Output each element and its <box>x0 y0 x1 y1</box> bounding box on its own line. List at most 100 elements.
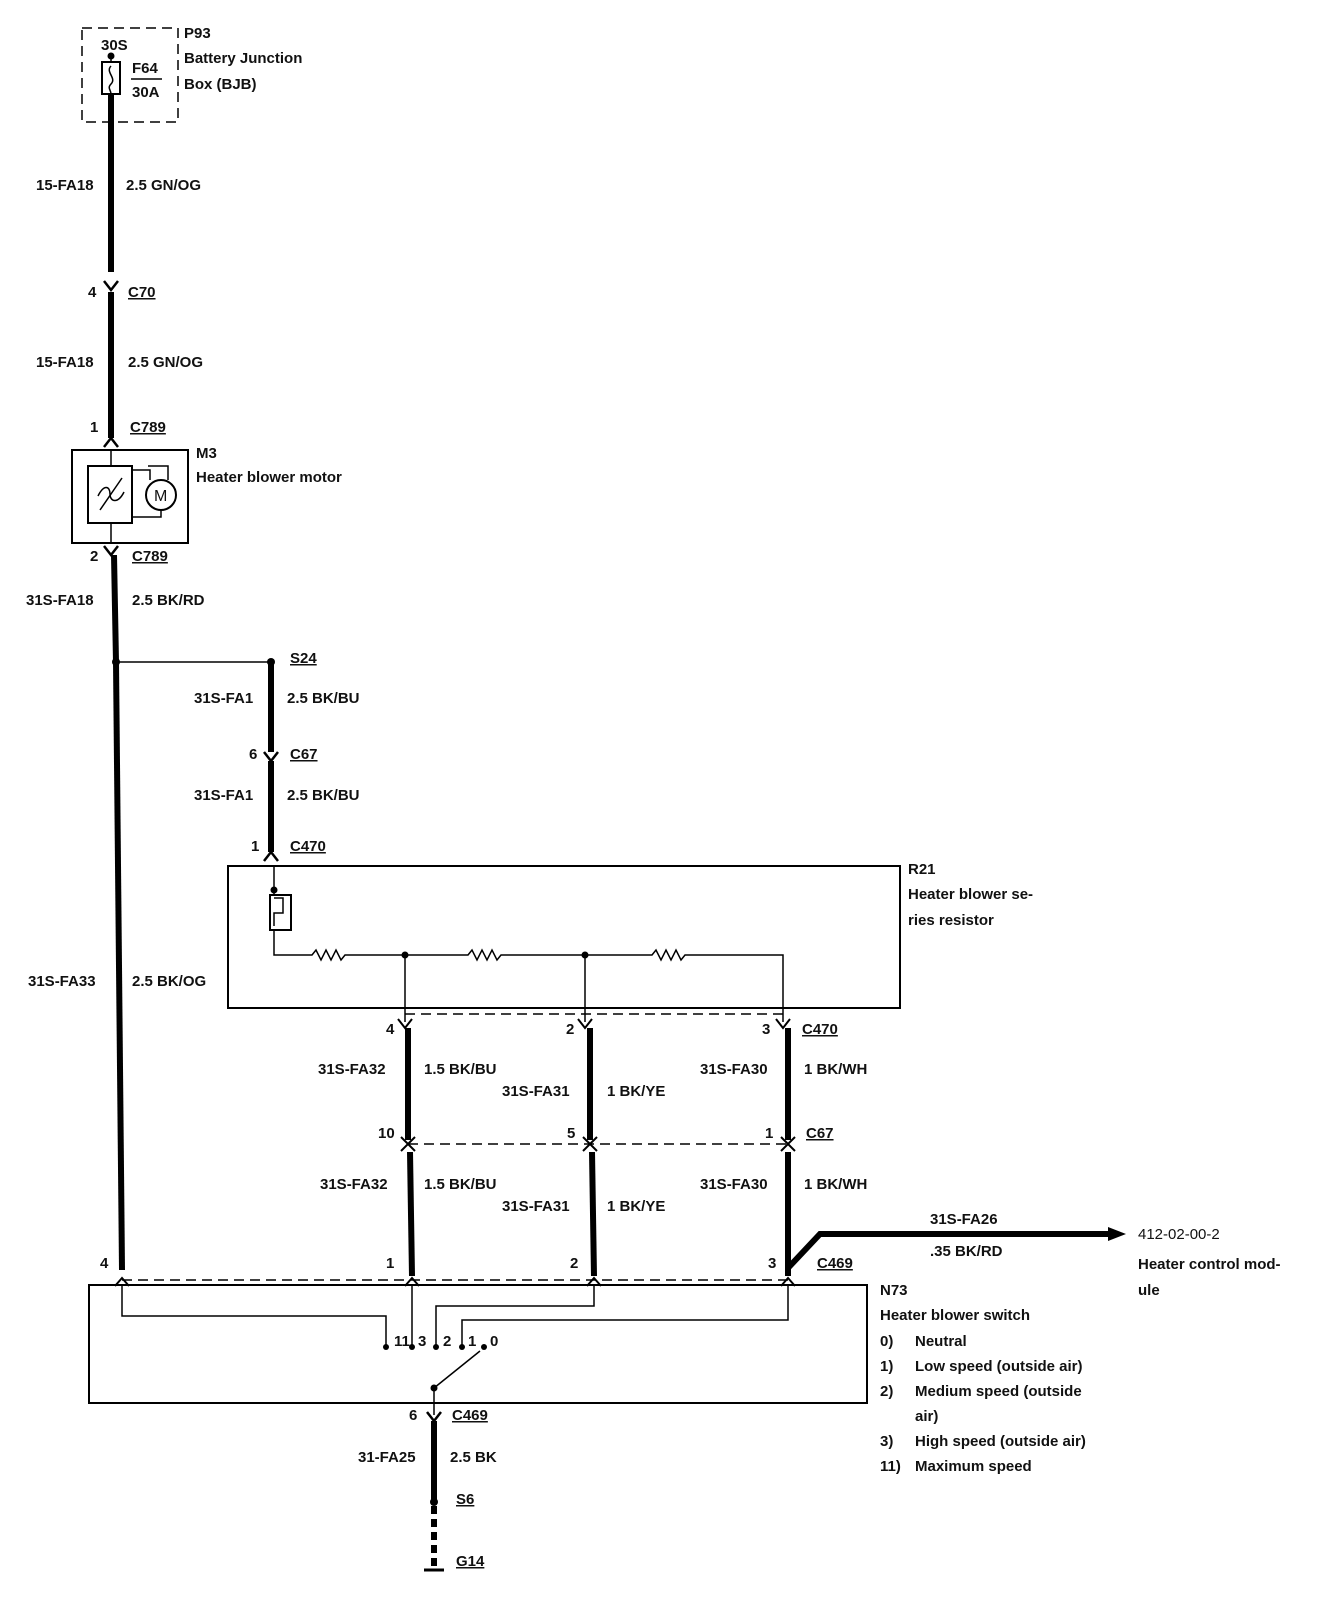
legend-num-2: 2) <box>880 1383 893 1400</box>
resistor-chain <box>273 930 784 1022</box>
c469-bottom-pin: 6 <box>409 1407 417 1424</box>
n73-name-label: Heater blower switch <box>880 1307 1030 1324</box>
switch-label-2: 2 <box>443 1333 451 1350</box>
c469-pin-1: 4 <box>100 1255 109 1272</box>
fan-icon-diagonal <box>99 477 123 511</box>
reference-code: 412-02-00-2 <box>1138 1226 1220 1243</box>
c67-mid-pin-3: 1 <box>765 1125 773 1142</box>
m3-name-label: Heater blower motor <box>196 469 342 486</box>
wire10-circuit: 31-FA25 <box>358 1449 416 1466</box>
wire8a-circuit: 31S-FA32 <box>320 1176 388 1193</box>
wire7c-spec: 1 BK/WH <box>804 1061 867 1078</box>
n73-box <box>88 1284 868 1404</box>
wire4-circuit: 31S-FA1 <box>194 690 253 707</box>
bjb-name-line1: Battery Junction <box>184 50 302 67</box>
wire-31s-fa31-lower <box>589 1151 597 1277</box>
c469-top-connector-icon <box>114 1276 796 1287</box>
wire-31s-fa33 <box>113 661 125 1271</box>
wire1-spec: 2.5 GN/OG <box>126 177 201 194</box>
c70-name: C70 <box>128 284 156 301</box>
c67-mid-connector-icon <box>400 1136 796 1146</box>
wire-31s-fa18 <box>111 554 119 663</box>
reference-target-line2: ule <box>1138 1282 1160 1299</box>
c470-bottom-connector-icon <box>397 1018 791 1030</box>
c470-pin-3: 3 <box>762 1021 770 1038</box>
wire8a-spec: 1.5 BK/BU <box>424 1176 497 1193</box>
switch-label-1: 1 <box>468 1333 476 1350</box>
wire6-circuit: 31S-FA33 <box>28 973 96 990</box>
bjb-id-label: P93 <box>184 25 211 42</box>
arrow-right-icon <box>1108 1227 1126 1241</box>
fuse-id-label: F64 <box>132 60 159 77</box>
c67-mid-connector-icon-lower <box>400 1142 796 1152</box>
motor-wiring-bottom <box>132 510 162 518</box>
switch-label-3: 3 <box>418 1333 426 1350</box>
wire3-spec: 2.5 BK/RD <box>132 592 205 609</box>
motor-m-glyph: M <box>154 488 167 505</box>
c67-top-name: C67 <box>290 746 318 763</box>
wire7a-spec: 1.5 BK/BU <box>424 1061 497 1078</box>
switch-contact-0 <box>481 1344 487 1350</box>
c470-top-name: C470 <box>290 838 326 855</box>
switch-contact-1 <box>459 1344 465 1350</box>
c470-top-connector-icon <box>263 849 279 862</box>
fuse-rating-label: 30A <box>132 84 160 101</box>
c469-pin-4: 3 <box>768 1255 776 1272</box>
switch-position-legend: 0) Neutral 1) Low speed (outside air) 2)… <box>880 1333 1086 1475</box>
c70-connector-icon <box>103 280 119 293</box>
wire7b-spec: 1 BK/YE <box>607 1083 665 1100</box>
c470-top-pin: 1 <box>251 838 259 855</box>
c469-bottom-name: C469 <box>452 1407 488 1424</box>
c470-pin-1: 4 <box>386 1021 395 1038</box>
legend-desc-5: Maximum speed <box>915 1458 1032 1475</box>
c789-top-connector-icon <box>103 435 119 448</box>
wire8b-spec: 1 BK/YE <box>607 1198 665 1215</box>
wire10-spec: 2.5 BK <box>450 1449 497 1466</box>
legend-desc-3: air) <box>915 1408 938 1425</box>
switch-contact-2 <box>433 1344 439 1350</box>
switch-path-11 <box>121 1285 387 1345</box>
reference-target-line1: Heater control mod- <box>1138 1256 1281 1273</box>
c67-top-pin: 6 <box>249 746 257 763</box>
wire7a-circuit: 31S-FA32 <box>318 1061 386 1078</box>
wire-31s-fa26 <box>785 1231 1110 1271</box>
legend-desc-2: Medium speed (outside <box>915 1383 1082 1400</box>
wire5-circuit: 31S-FA1 <box>194 787 253 804</box>
wire-31s-fa32-lower <box>407 1151 415 1277</box>
c469-pin-3: 2 <box>570 1255 578 1272</box>
r21-id-label: R21 <box>908 861 936 878</box>
c469-pin-2: 1 <box>386 1255 394 1272</box>
wire8b-circuit: 31S-FA31 <box>502 1198 570 1215</box>
s6-splice-dot <box>430 1498 438 1506</box>
legend-num-4: 3) <box>880 1433 893 1450</box>
wire8c-spec: 1 BK/WH <box>804 1176 867 1193</box>
c789-top-pin: 1 <box>90 419 98 436</box>
c469-top-name: C469 <box>817 1255 853 1272</box>
c789-bottom-pin: 2 <box>90 548 98 565</box>
fuse-element-icon <box>108 65 114 95</box>
switch-contact-3 <box>409 1344 415 1350</box>
wire9-spec: .35 BK/RD <box>930 1243 1003 1260</box>
m3-box <box>71 449 189 544</box>
c67-mid-name: C67 <box>806 1125 834 1142</box>
n73-id-label: N73 <box>880 1282 908 1299</box>
legend-desc-0: Neutral <box>915 1333 967 1350</box>
wire9-circuit: 31S-FA26 <box>930 1211 998 1228</box>
r21-name-line2: ries resistor <box>908 912 994 929</box>
legend-desc-1: Low speed (outside air) <box>915 1358 1083 1375</box>
r21-name-line1: Heater blower se- <box>908 886 1033 903</box>
wire6-spec: 2.5 BK/OG <box>132 973 206 990</box>
switch-label-0: 0 <box>490 1333 498 1350</box>
fan-icon <box>97 486 125 502</box>
wire7b-circuit: 31S-FA31 <box>502 1083 570 1100</box>
thermal-fuse-icon <box>269 894 292 931</box>
wire8c-circuit: 31S-FA30 <box>700 1176 768 1193</box>
wire4-spec: 2.5 BK/BU <box>287 690 360 707</box>
m3-fan-symbol <box>87 465 133 524</box>
legend-num-0: 0) <box>880 1333 893 1350</box>
motor-wiring <box>132 465 169 480</box>
legend-num-1: 1) <box>880 1358 893 1375</box>
c67-mid-pin-1: 10 <box>378 1125 395 1142</box>
switch-path-1 <box>461 1285 789 1345</box>
